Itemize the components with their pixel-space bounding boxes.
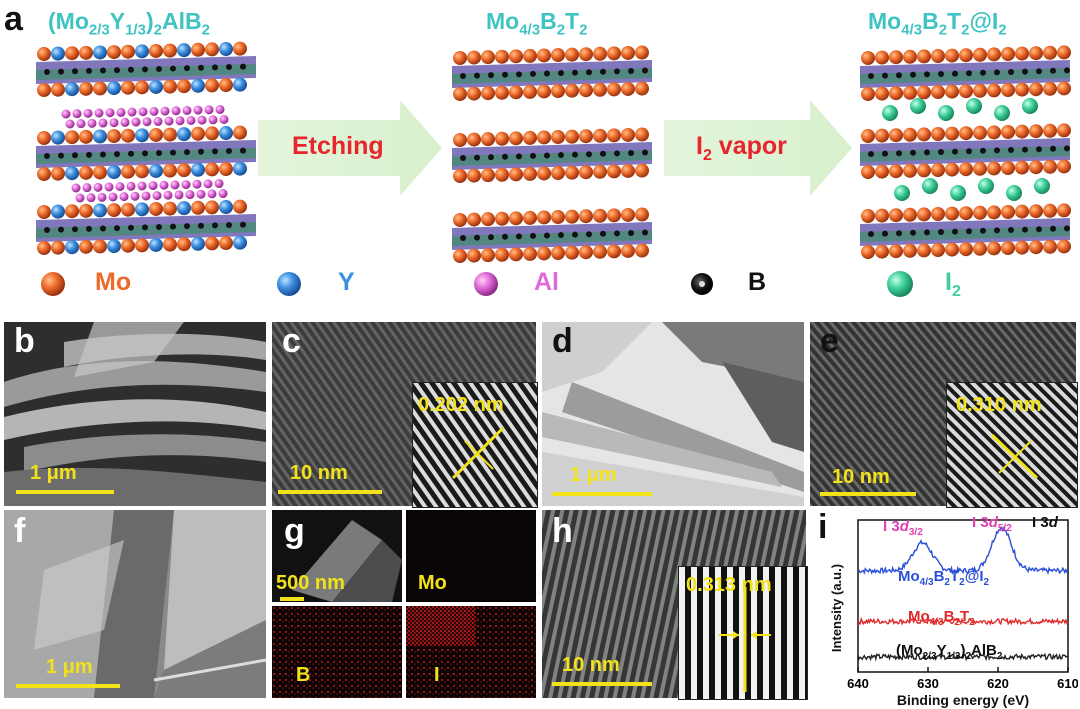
c-inset-fringes: [412, 382, 538, 508]
panel-label-f: f: [14, 512, 26, 550]
c-scale-bar: [278, 490, 382, 494]
panel-label-a: a: [4, 0, 23, 38]
iodine-slab-top: [860, 45, 1071, 101]
iodine-slab-bottom: [860, 203, 1071, 259]
d-scale-bar: [552, 492, 652, 496]
xps-series-line-2: [857, 651, 1069, 662]
xps-x-tick-label: 630: [917, 676, 939, 691]
legend-b: B: [748, 268, 767, 296]
b-scale-bar: [16, 490, 114, 494]
c-lattice-spacing: 0.202 nm: [418, 394, 504, 416]
legend-mo: Mo: [95, 268, 132, 296]
c-scale-label: 10 nm: [290, 462, 348, 484]
panel-label-b: b: [14, 322, 35, 360]
h-scale-label: 10 nm: [562, 654, 620, 676]
panel-b-sem: [4, 322, 266, 506]
xps-x-tick-label: 640: [847, 676, 869, 691]
legend-symbols: [41, 271, 913, 297]
xps-series-label-precursor: (Mo2/3Y1/3)2AlB2: [896, 642, 1003, 662]
g-mo-map-label: Mo: [418, 572, 447, 594]
schematic-structures: [36, 41, 1071, 263]
precursor-slab-top: [36, 41, 256, 97]
etching-label: Etching: [292, 132, 384, 160]
panel-label-e: e: [820, 322, 839, 360]
e-inset-fringes: [946, 382, 1078, 508]
legend-y-sphere: [277, 272, 301, 296]
panel-h-hrtem: [542, 510, 806, 698]
g-b-map-label: B: [296, 664, 311, 686]
legend-al-sphere: [474, 272, 498, 296]
e-scale-bar: [820, 492, 916, 496]
iodine-slab-mid: [860, 123, 1071, 179]
mbene-slab-mid: [452, 127, 652, 183]
title-precursor: (Mo2/3Y1/3)2AlB2: [48, 8, 210, 39]
g-scale-bar: [280, 597, 304, 601]
iodine-vapor-arrow: [664, 100, 852, 196]
legend-mo-sphere: [41, 272, 65, 296]
xps-x-tick-label: 620: [987, 676, 1009, 691]
xps-series-line-1: [857, 616, 1069, 626]
al-layer-2: [71, 179, 228, 203]
title-mbene-iodine: Mo4/3B2T2@I2: [868, 8, 1007, 39]
precursor-slab-bottom: [36, 199, 256, 255]
panel-f-sem: [4, 510, 266, 698]
xps-series-label-mbene-iodine: Mo4/3B2T2@I2: [898, 568, 990, 588]
precursor-slab-mid: [36, 125, 256, 181]
mbene-slab-top: [452, 45, 652, 101]
e-lattice-spacing: 0.310 nm: [956, 394, 1042, 416]
xps-peak-i3d52: I 3d5/2: [972, 514, 1012, 534]
xps-series-line-0: [857, 525, 1069, 575]
xps-chart: 640 630 620 610 Intensity (a.u.) Binding en…: [829, 519, 1078, 708]
h-scale-bar: [552, 682, 652, 686]
d-scale-label: 1 μm: [570, 464, 617, 486]
legend-al: Al: [534, 268, 559, 296]
f-scale-label: 1 μm: [46, 656, 93, 678]
g-i-map-label: I: [434, 664, 440, 686]
xps-plot-frame: [857, 519, 1069, 673]
f-scale-bar: [16, 684, 120, 688]
e-scale-label: 10 nm: [832, 466, 890, 488]
h-inset-fringes: [678, 566, 808, 700]
iodine-vapor-label: I2 vapor: [696, 132, 787, 164]
xps-ylabel: Intensity (a.u.): [829, 564, 844, 652]
panel-label-h: h: [552, 512, 573, 550]
b-scale-label: 1 μm: [30, 462, 77, 484]
xps-xlabel: Binding energy (eV): [897, 692, 1029, 708]
mbene-slab-bottom: [452, 207, 652, 263]
panel-label-g: g: [284, 512, 305, 550]
iodine-layer-1: [882, 98, 1038, 121]
g-scale-label: 500 nm: [276, 572, 345, 594]
xps-x-tick-label: 610: [1057, 676, 1078, 691]
panel-label-i: i: [818, 508, 828, 546]
panel-label-c: c: [282, 322, 301, 360]
al-layer-1: [61, 104, 229, 129]
etching-arrow: [258, 100, 442, 196]
iodine-layer-2: [894, 178, 1050, 201]
panel-label-d: d: [552, 322, 573, 360]
legend-i2-sphere: [887, 271, 913, 297]
h-lattice-spacing: 0.313 nm: [686, 574, 772, 596]
legend-i2: I2: [945, 268, 961, 300]
xps-peak-i3d32: I 3d3/2: [883, 518, 923, 538]
xps-series-label-mbene: Mo4/3B2T2: [908, 608, 975, 628]
panel-g-eds: [272, 510, 536, 698]
title-mbene: Mo4/3B2T2: [486, 8, 588, 39]
panel-d-sem: [542, 322, 804, 506]
legend-y: Y: [338, 268, 355, 296]
xps-region-i3d: I 3d: [1032, 514, 1058, 531]
